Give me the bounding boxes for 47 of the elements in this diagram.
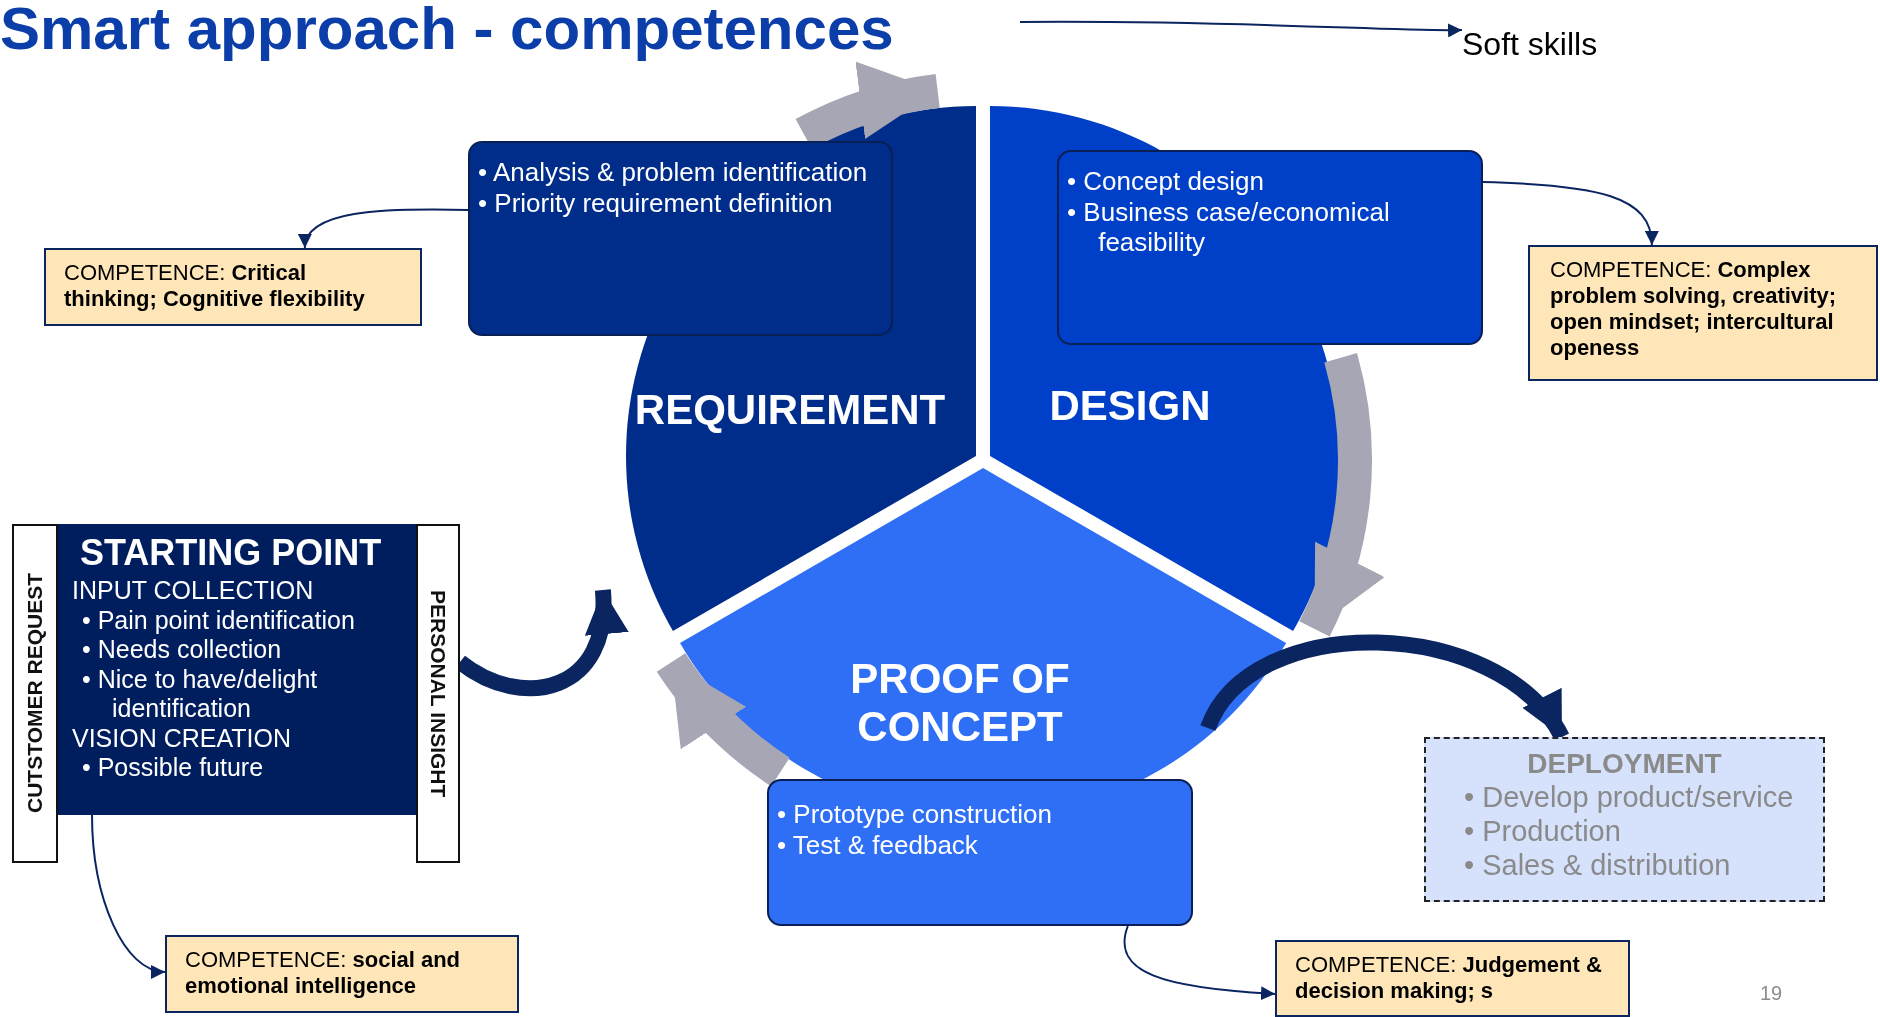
bullet-item: • Needs collection — [82, 635, 283, 665]
sector-label: REQUIREMENT — [633, 386, 947, 435]
competence-text: COMPETENCE: social and emotional intelligence — [185, 947, 462, 999]
arrow — [1482, 181, 1658, 246]
arrow — [1123, 925, 1276, 1000]
competence-box — [1275, 940, 1630, 1017]
subheading: INPUT COLLECTION — [72, 576, 315, 606]
box-heading: STARTING POINT — [80, 532, 383, 575]
competence-box — [165, 935, 519, 1013]
competence-box — [1528, 245, 1878, 381]
dashed-box — [1424, 737, 1825, 902]
bullet-item: • Business case/economical feasibility — [1067, 196, 1391, 258]
competence-text: COMPETENCE: Critical thinking; Cognitive flexibility — [64, 260, 366, 312]
competence-text: COMPETENCE: Judgement & decision making; s — [1295, 952, 1603, 1004]
competence-box — [44, 248, 422, 326]
competence-text: COMPETENCE: Complex problem solving, creativity; open mindset; intercultural openess — [1550, 257, 1838, 361]
vertical-label: CUTSTOMER REQUEST — [23, 573, 47, 813]
bullet-item: • Test & feedback — [777, 829, 979, 861]
info-box — [468, 141, 893, 336]
bullet-item: • Analysis & problem identification — [478, 157, 869, 188]
side-bar — [416, 524, 460, 863]
cycle-arrow — [1298, 354, 1382, 636]
sector-label: PROOF OF CONCEPT — [849, 655, 1071, 752]
side-bar — [12, 524, 58, 863]
bullet-item: • Priority requirement definition — [478, 187, 834, 219]
vertical-label: PERSONAL INSIGHT — [426, 590, 450, 798]
side-note: Soft skills — [1462, 26, 1632, 66]
arrow — [91, 814, 166, 977]
bullet-item: • Nice to have/delight identification — [82, 664, 319, 724]
info-box — [1057, 150, 1483, 345]
bullet-item: • Production — [1464, 814, 1622, 849]
subheading: VISION CREATION — [72, 723, 292, 754]
bullet-item: • Develop product/service — [1464, 780, 1795, 815]
arrow — [1019, 20, 1463, 38]
cycle-arrow — [657, 652, 791, 786]
info-box — [58, 524, 416, 815]
info-box — [767, 779, 1193, 926]
slide-title: Smart approach - competences — [0, 0, 894, 63]
bullet-item: • Pain point identification — [82, 605, 356, 636]
box-heading: DEPLOYMENT — [1526, 747, 1723, 781]
bullet-item: • Possible future — [82, 753, 265, 783]
bullet-item: • Sales & distribution — [1464, 848, 1732, 883]
bullet-item: • Prototype construction — [777, 799, 1054, 830]
arrow — [300, 208, 469, 249]
page-number: 19 — [1760, 982, 1783, 1005]
sector-label: DESIGN — [1048, 382, 1212, 431]
bullet-item: • Concept design — [1067, 166, 1265, 197]
